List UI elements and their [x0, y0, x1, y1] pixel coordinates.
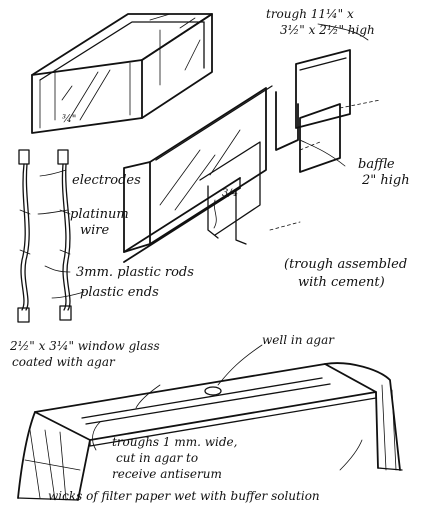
baffle-label-line1: baffle	[358, 157, 395, 172]
troughs-label-line2: cut in agar to	[116, 451, 198, 465]
assembled-label-line1: (trough assembled	[284, 257, 407, 272]
assembled-label-line2: with cement)	[298, 275, 385, 290]
glass-label-line2: coated with agar	[12, 355, 116, 369]
electrodes-assembly	[17, 149, 72, 323]
plastic-ends-label: plastic ends	[80, 285, 159, 300]
troughs-label-line3: receive antiserum	[112, 467, 222, 481]
glass-trough-box	[31, 13, 213, 134]
baffle-dim-label: 3/4	[222, 188, 238, 199]
inner-dim-label: ¾"	[62, 114, 76, 125]
leader-lines	[37, 23, 369, 471]
glass-label-line1: 2½" x 3¼" window glass	[9, 339, 160, 353]
electrodes-label: electrodes	[72, 173, 141, 188]
assembled-trough	[123, 49, 381, 263]
plastic-rods-label: 3mm. plastic rods	[76, 265, 194, 280]
trough-dims-line1: trough 11¼" x	[266, 7, 354, 21]
baffle-label-line2: 2" high	[361, 173, 410, 188]
agar-plate-assembly	[17, 362, 403, 501]
trough-dims-line2: 3½" x 2½" high	[280, 23, 375, 37]
platinum-label-line2: wire	[80, 223, 109, 238]
platinum-label-line1: platinum	[70, 207, 129, 222]
well-label: well in agar	[262, 333, 335, 347]
troughs-label-line1: troughs 1 mm. wide,	[112, 435, 237, 449]
wicks-label: wicks of filter paper wet with buffer so…	[48, 489, 320, 503]
